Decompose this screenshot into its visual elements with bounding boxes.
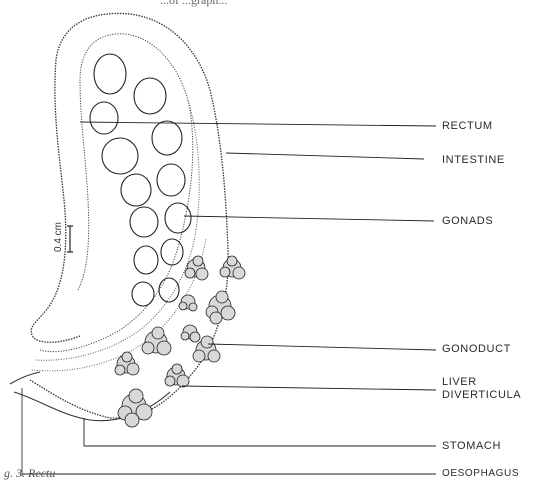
label-stomach: STOMACH — [442, 440, 501, 453]
label-rectum: RECTUM — [442, 120, 493, 133]
cut-off-text: ...of ...graph... — [160, 0, 227, 8]
label-liver: LIVER — [442, 376, 477, 389]
label-oesophagus: OESOPHAGUS — [442, 467, 519, 480]
scale-bar — [67, 226, 73, 252]
leader-lines — [22, 122, 436, 474]
gonads — [90, 54, 191, 306]
label-diverticula: DIVERTICULA — [442, 389, 521, 402]
label-gonads: GONADS — [442, 215, 493, 228]
scale-bar-label: 0.4 cm — [53, 222, 64, 252]
label-gonoduct: GONODUCT — [442, 343, 511, 356]
label-intestine: INTESTINE — [442, 154, 505, 167]
liver-diverticula — [115, 256, 245, 427]
